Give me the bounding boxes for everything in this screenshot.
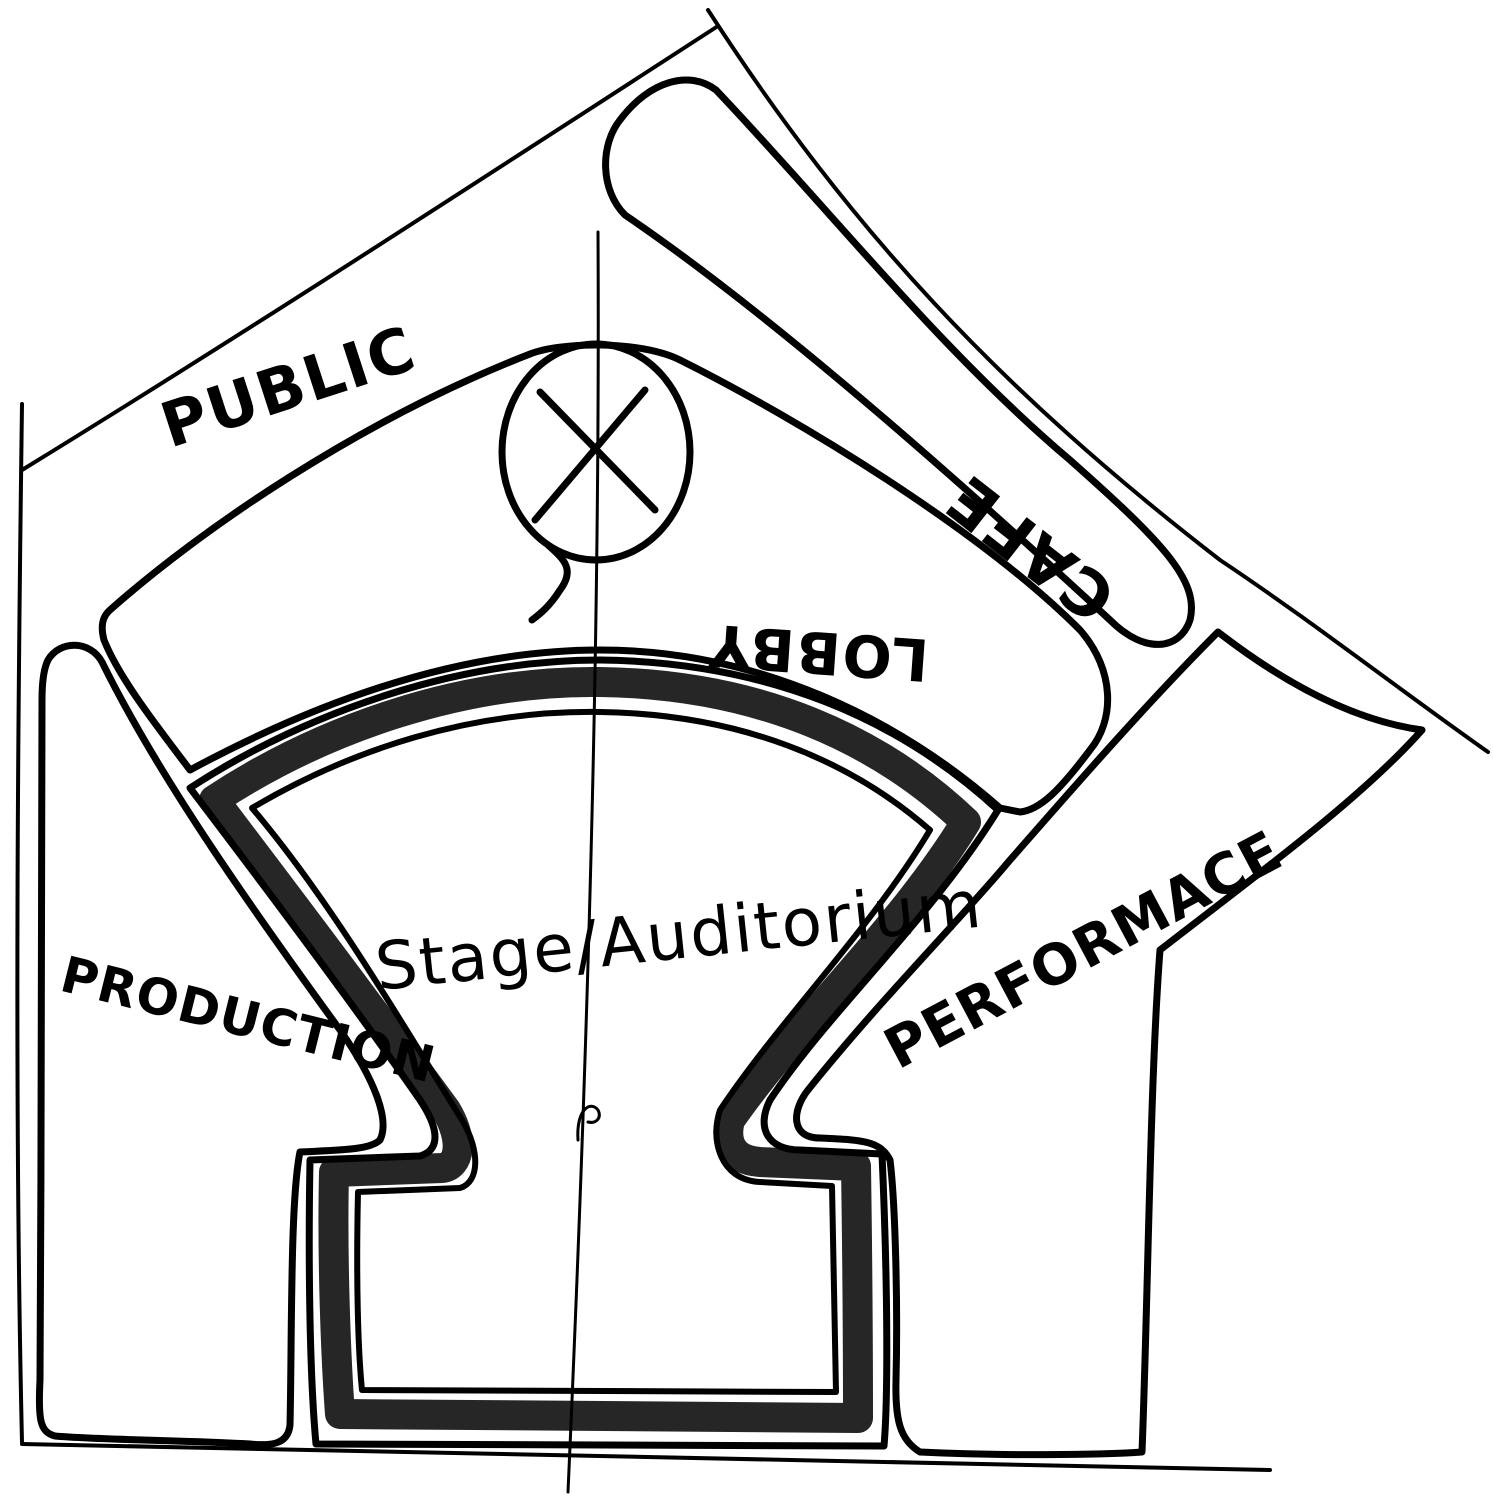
top-site-edge <box>22 26 718 470</box>
left-site-edge <box>17 404 22 1442</box>
lobby-label: LOBBY <box>705 611 931 694</box>
site-boundary <box>17 10 1488 1470</box>
public-label: PUBLIC <box>152 312 425 463</box>
